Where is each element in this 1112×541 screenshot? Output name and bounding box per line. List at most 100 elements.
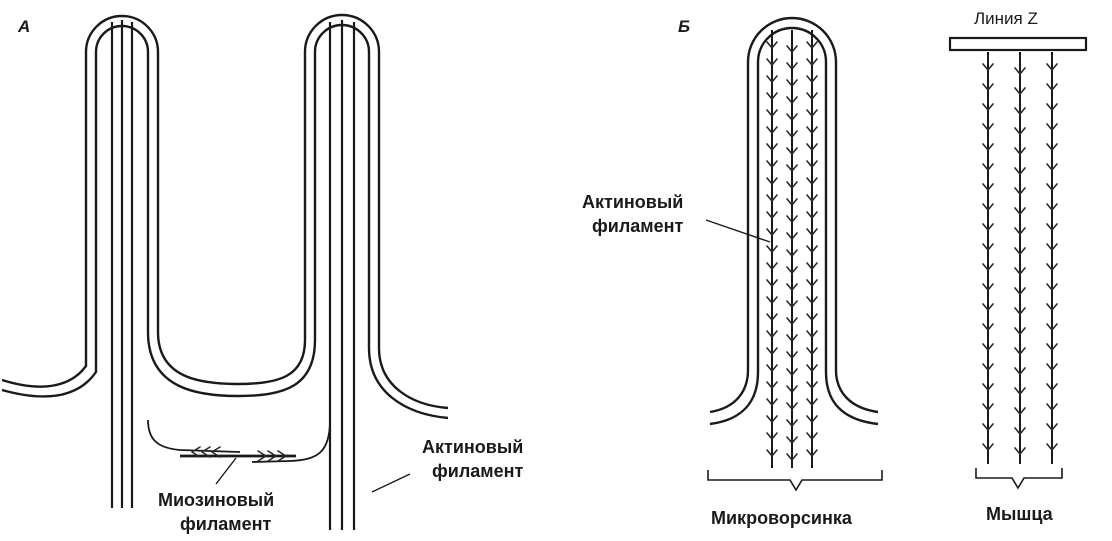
muscle-chevron xyxy=(982,303,994,311)
muscle-chevron xyxy=(1046,203,1058,211)
muscle-chevron xyxy=(1014,147,1026,155)
muscle-chevron xyxy=(1046,123,1058,131)
microvillus-chevron xyxy=(766,432,778,440)
microvillus-chevron xyxy=(786,436,798,444)
muscle-chevron xyxy=(982,163,994,171)
microvillus-chevron xyxy=(806,143,818,151)
microvillus-chevron xyxy=(786,164,798,172)
microvillus-chevron xyxy=(806,228,818,236)
muscle-chevron xyxy=(982,103,994,111)
myosin-label-line-2: филамент xyxy=(180,514,271,534)
microvillus-chevron xyxy=(766,177,778,185)
microvillus-chevron xyxy=(806,347,818,355)
microvillus-chevron xyxy=(766,75,778,83)
microvillus-chevron xyxy=(786,249,798,257)
microvillus-chevron xyxy=(806,449,818,457)
muscle-chevron xyxy=(1014,207,1026,215)
panel-a-terminal-web-filaments xyxy=(147,419,331,463)
microvillus-chevron xyxy=(806,296,818,304)
microvillus-chevron xyxy=(806,177,818,185)
actin-right-label-line-1: Актиновый xyxy=(422,437,523,457)
actin-left-leader-line xyxy=(705,219,771,243)
myosin-label-line-1: Миозиновый xyxy=(158,490,274,510)
muscle-chevron xyxy=(1014,87,1026,95)
muscle-chevron xyxy=(1046,63,1058,71)
muscle-chevron xyxy=(1046,183,1058,191)
microvillus-chevron xyxy=(786,317,798,325)
muscle-chevron xyxy=(1014,367,1026,375)
microvillus-chevron xyxy=(766,228,778,236)
microvillus-chevron xyxy=(766,194,778,202)
microvillus-chevron xyxy=(766,126,778,134)
microvillus-chevron xyxy=(806,92,818,100)
microvillus-chevron xyxy=(786,62,798,70)
microvillus-chevron xyxy=(766,296,778,304)
muscle-chevron xyxy=(982,143,994,151)
muscle-chevron xyxy=(1014,107,1026,115)
microvillus-chevron xyxy=(766,279,778,287)
muscle-chevron xyxy=(982,423,994,431)
panel-a-right-actin-bundle xyxy=(328,20,356,530)
muscle-chevron xyxy=(1046,263,1058,271)
muscle-chevron xyxy=(1014,307,1026,315)
microvillus-brace xyxy=(707,470,883,492)
muscle-chevron xyxy=(982,123,994,131)
microvillus-chevron xyxy=(806,398,818,406)
microvillus-chevron xyxy=(766,415,778,423)
z-line-bar xyxy=(948,36,1088,52)
z-line-label: Линия Z xyxy=(974,9,1038,28)
microvillus-chevron xyxy=(806,109,818,117)
microvillus-chevron xyxy=(806,313,818,321)
panel-a-membrane xyxy=(1,13,449,420)
microvillus-chevron xyxy=(766,449,778,457)
microvillus-chevron xyxy=(766,381,778,389)
microvillus-chevron xyxy=(806,330,818,338)
muscle-chevron xyxy=(982,403,994,411)
muscle-chevron xyxy=(982,343,994,351)
muscle-chevron xyxy=(1014,247,1026,255)
muscle-chevron xyxy=(1014,167,1026,175)
microvillus-chevron xyxy=(806,160,818,168)
muscle-chevron xyxy=(1046,143,1058,151)
microvillus-caption: Микроворсинка xyxy=(711,508,853,528)
microvillus-chevron xyxy=(766,364,778,372)
microvillus-chevron xyxy=(766,347,778,355)
muscle-chevron xyxy=(1014,447,1026,455)
muscle-chevron xyxy=(1046,403,1058,411)
microvillus-chevron xyxy=(806,245,818,253)
microvillus-chevron xyxy=(786,130,798,138)
actin-right-leader-line xyxy=(371,473,411,493)
muscle-chevron xyxy=(1014,287,1026,295)
microvillus-chevron xyxy=(806,58,818,66)
microvillus-chevron xyxy=(786,453,798,461)
microvillus-chevron xyxy=(766,211,778,219)
panel-a-label: А xyxy=(17,17,30,36)
muscle-chevron xyxy=(1014,227,1026,235)
panel-a-left-actin-bundle xyxy=(110,20,134,508)
muscle-chevron xyxy=(1014,127,1026,135)
muscle-chevron xyxy=(1014,347,1026,355)
microvillus-chevron xyxy=(786,351,798,359)
muscle-chevron xyxy=(982,383,994,391)
muscle-chevron xyxy=(982,323,994,331)
microvillus-chevron xyxy=(766,109,778,117)
muscle-chevron xyxy=(982,83,994,91)
microvillus-chevron xyxy=(766,58,778,66)
microvillus-chevron xyxy=(806,126,818,134)
actin-left-label-line-1: Актиновый xyxy=(582,192,683,212)
microvillus-chevron xyxy=(766,398,778,406)
microvillus-chevron xyxy=(806,432,818,440)
microvillus-chevron xyxy=(766,245,778,253)
muscle-chevron xyxy=(982,203,994,211)
microvillus-chevron xyxy=(806,262,818,270)
muscle-chevron xyxy=(1046,423,1058,431)
muscle-chevron xyxy=(982,183,994,191)
muscle-chevron xyxy=(1014,187,1026,195)
muscle-chevron xyxy=(1014,327,1026,335)
microvillus-chevron xyxy=(786,385,798,393)
microvillus-chevron xyxy=(786,215,798,223)
microvillus-chevron xyxy=(766,160,778,168)
muscle-chevron xyxy=(982,363,994,371)
microvillus-chevron xyxy=(806,364,818,372)
microvillus-chevron xyxy=(766,143,778,151)
